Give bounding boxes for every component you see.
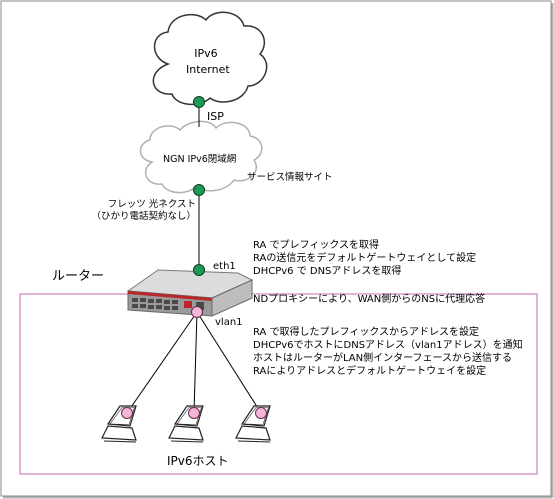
node-host-left xyxy=(121,407,133,419)
lan-notes: RA で取得したプレフィックスからアドレスを設定 DHCPv6でホストにDNSア… xyxy=(253,326,523,378)
node-eth1 xyxy=(193,264,205,276)
lan-note-line: RA で取得したプレフィックスからアドレスを設定 xyxy=(253,327,480,338)
lan-note-line: DHCPv6でホストにDNSアドレス（vlan1アドレス）を通知 xyxy=(253,340,523,351)
link-router-host-center xyxy=(193,311,198,414)
router-red-stripe xyxy=(128,291,212,301)
flets-label-line1: フレッツ 光ネクスト xyxy=(107,199,196,210)
link-router-host-right xyxy=(196,311,262,414)
internet-label-line1: IPv6 xyxy=(194,47,218,60)
ngn-label: NGN IPv6閉域網 xyxy=(163,154,237,165)
internet-label-line2: Internet xyxy=(186,63,230,76)
internet-label: IPv6 Internet xyxy=(186,46,230,78)
router-label: ルーター xyxy=(52,269,105,284)
node-host-right xyxy=(255,407,267,419)
node-isp xyxy=(193,96,205,108)
router-side-face xyxy=(211,279,253,317)
router-device xyxy=(126,269,254,317)
ngn-cloud xyxy=(139,120,263,194)
router-ports xyxy=(132,298,204,310)
node-host-center xyxy=(188,407,200,419)
wan-note-line: RA でプレフィックスを取得 xyxy=(253,240,380,251)
isp-label: ISP xyxy=(207,110,224,123)
wan-notes: RA でプレフィックスを取得 RAの送信元をデフォルトゲートウェイとして設定 D… xyxy=(253,239,476,278)
wan-note-line: RAの送信元をデフォルトゲートウェイとして設定 xyxy=(253,253,477,264)
nd-proxy-note: NDプロキシーにより、WAN側からのNSに代理応答 xyxy=(253,294,486,305)
lan-area-box xyxy=(19,293,538,475)
link-router-host-left xyxy=(126,311,198,414)
internet-cloud xyxy=(152,11,268,106)
wan-note-line: DHCPv6 で DNSアドレスを取得 xyxy=(253,266,402,277)
node-vlan1 xyxy=(191,306,203,318)
flets-label-line2: （ひかり電話契約なし） xyxy=(91,211,196,222)
host-label: IPv6ホスト xyxy=(167,454,229,468)
service-site-label: サービス情報サイト xyxy=(247,172,333,183)
vlan1-label: vlan1 xyxy=(215,317,243,328)
lan-note-line: RAによりアドレスとデフォルトゲートウェイを設定 xyxy=(253,366,487,377)
node-ngn xyxy=(193,184,205,196)
flets-label: フレッツ 光ネクスト （ひかり電話契約なし） xyxy=(84,199,196,223)
eth1-label: eth1 xyxy=(213,261,236,272)
lan-note-line: ホストはルーターがLAN側インターフェースから送信する xyxy=(253,353,513,364)
